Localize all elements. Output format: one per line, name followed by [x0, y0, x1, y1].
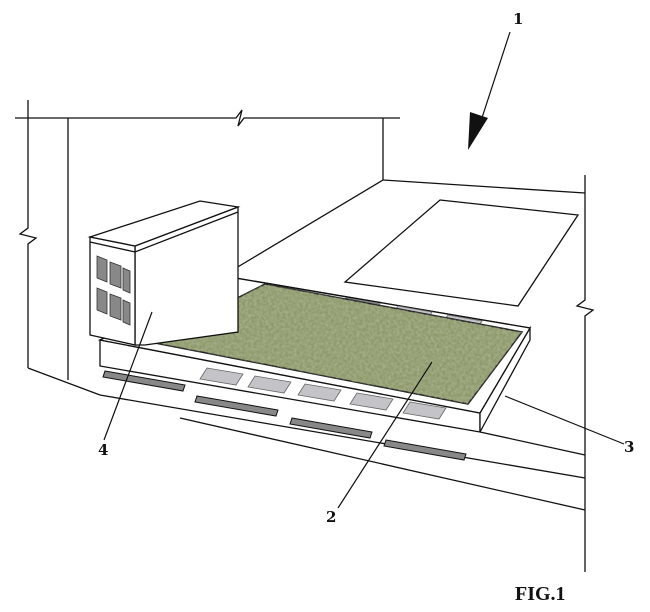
label-2: 2 — [326, 508, 336, 526]
arrowhead-icon — [468, 112, 488, 150]
label-1: 1 — [513, 10, 523, 28]
floor-panel — [345, 200, 578, 306]
label-4: 4 — [98, 441, 108, 459]
figure-caption: FIG.1 — [515, 583, 566, 605]
cabinet — [90, 201, 238, 345]
label-3: 3 — [624, 438, 634, 456]
